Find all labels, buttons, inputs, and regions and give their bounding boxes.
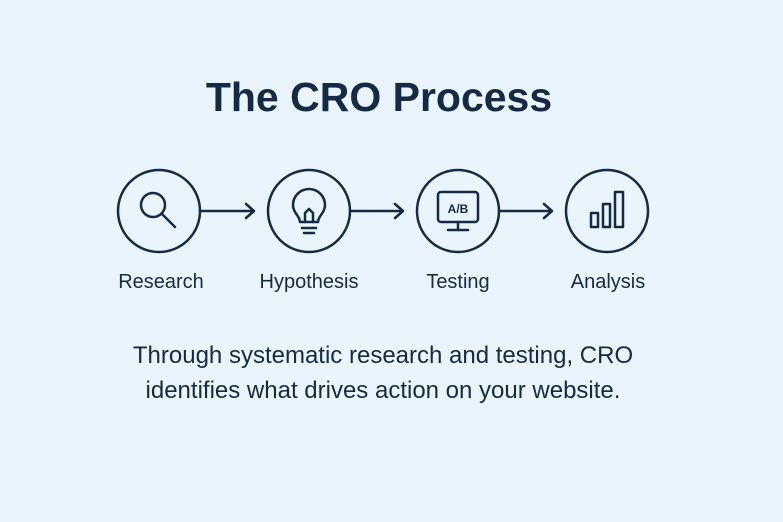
arrow-icon — [198, 202, 256, 220]
svg-text:A/B: A/B — [448, 202, 469, 216]
step-label-research: Research — [118, 271, 204, 293]
step-circle-research — [116, 168, 202, 254]
step-circle-hypothesis — [266, 168, 352, 254]
arrow-icon — [348, 202, 405, 220]
step-label-analysis: Analysis — [570, 271, 646, 293]
page-title: The CRO Process — [205, 74, 553, 120]
step-circle-analysis — [564, 168, 650, 254]
step-label-testing: Testing — [426, 271, 490, 293]
description: Through systematic research and testing,… — [132, 342, 634, 404]
ab-monitor-icon: A/B — [436, 190, 480, 232]
arrow-icon — [497, 202, 554, 220]
lightbulb-icon — [291, 187, 327, 235]
step-label-hypothesis: Hypothesis — [259, 271, 359, 293]
magnifier-icon — [139, 191, 177, 229]
bar-chart-icon — [589, 190, 625, 229]
